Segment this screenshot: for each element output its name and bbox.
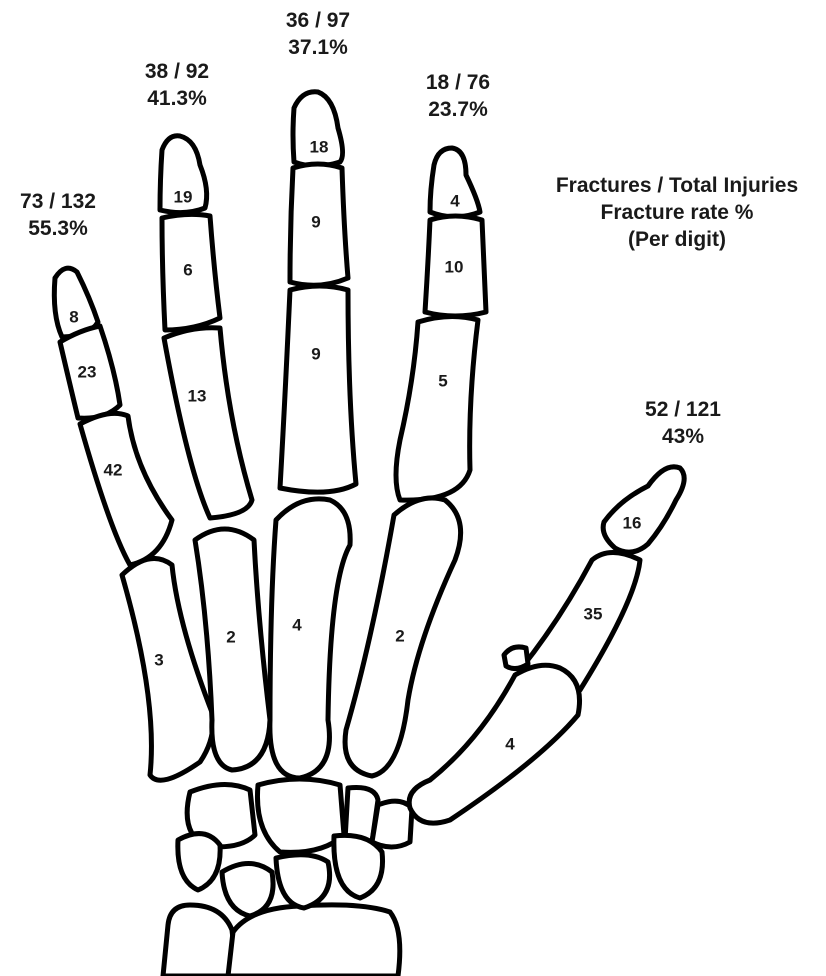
little-distal-fracture-count: 8: [69, 307, 78, 326]
legend-line-scope: (Per digit): [556, 226, 798, 253]
ring-proximal-fracture-count: 13: [188, 386, 207, 405]
legend-line-ratio: Fractures / Total Injuries: [556, 172, 798, 199]
carpal-bone-capitate: [257, 779, 344, 852]
ring-metacarpal-fracture-count: 2: [226, 627, 235, 646]
ring-proximal-phalanx: [164, 328, 252, 518]
thumb-metacarpal: [409, 665, 579, 823]
little-proximal-fracture-count: 42: [104, 460, 123, 479]
little-finger-stats: 73 / 132 55.3%: [20, 188, 96, 242]
carpal-bone-lunate: [276, 855, 330, 908]
middle-proximal-phalanx: [280, 286, 356, 492]
legend: Fractures / Total Injuries Fracture rate…: [556, 172, 798, 253]
middle-finger-ratio: 36 / 97: [286, 7, 350, 34]
ring-middle-fracture-count: 6: [183, 260, 192, 279]
carpal-bone-scaphoid: [334, 835, 383, 898]
middle-finger-rate: 37.1%: [286, 34, 350, 61]
little-finger-rate: 55.3%: [20, 215, 96, 242]
ulna-bone: [163, 905, 237, 976]
middle-metacarpal-fracture-count: 4: [292, 615, 302, 634]
little-proximal-phalanx: [80, 413, 172, 565]
thumb-distal-fracture-count: 16: [623, 513, 642, 532]
index-metacarpal-fracture-count: 2: [395, 626, 404, 645]
little-middle-fracture-count: 23: [78, 362, 97, 381]
middle-distal-fracture-count: 18: [310, 137, 329, 156]
index-proximal-fracture-count: 5: [438, 371, 447, 390]
carpal-bone-pisiform: [178, 834, 220, 890]
index-distal-fracture-count: 4: [450, 191, 460, 210]
ring-distal-fracture-count: 19: [174, 187, 193, 206]
index-finger-ratio: 18 / 76: [426, 69, 490, 96]
ring-finger-ratio: 38 / 92: [145, 58, 209, 85]
index-middle-fracture-count: 10: [445, 257, 464, 276]
middle-finger-stats: 36 / 97 37.1%: [286, 7, 350, 61]
thumb-metacarpal-fracture-count: 4: [505, 734, 515, 753]
little-finger-ratio: 73 / 132: [20, 188, 96, 215]
ring-finger-rate: 41.3%: [145, 85, 209, 112]
middle-metacarpal: [270, 499, 350, 778]
little-metacarpal-fracture-count: 3: [154, 650, 163, 669]
carpal-bone-triquetrum: [222, 864, 273, 917]
thumb-distal-phalanx: [603, 467, 684, 552]
carpal-bone-trapezium: [372, 801, 412, 847]
thumb-proximal-fracture-count: 35: [584, 604, 603, 623]
thumb-stats: 52 / 121 43%: [645, 396, 721, 450]
legend-line-rate: Fracture rate %: [556, 199, 798, 226]
little-metacarpal: [122, 558, 213, 780]
index-proximal-phalanx: [396, 316, 478, 500]
thumb-ratio: 52 / 121: [645, 396, 721, 423]
index-finger-rate: 23.7%: [426, 96, 490, 123]
index-finger-stats: 18 / 76 23.7%: [426, 69, 490, 123]
middle-middle-fracture-count: 9: [311, 212, 320, 231]
thumb-sesamoid-bone: [504, 647, 528, 669]
thumb-rate: 43%: [645, 423, 721, 450]
ring-finger-stats: 38 / 92 41.3%: [145, 58, 209, 112]
middle-proximal-fracture-count: 9: [311, 344, 320, 363]
